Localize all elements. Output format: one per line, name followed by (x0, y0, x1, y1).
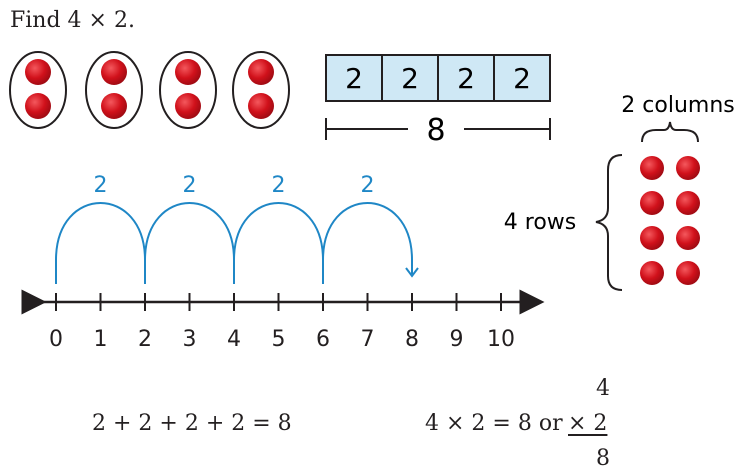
tick-label: 8 (405, 327, 419, 352)
array-dot (640, 261, 664, 285)
jump-label: 2 (272, 173, 286, 198)
strip-model: 2 2 2 2 8 (325, 54, 551, 148)
strip-cell-label: 2 (345, 62, 363, 95)
tick-label: 5 (272, 327, 286, 352)
jump-label: 2 (361, 173, 375, 198)
tick-label: 3 (183, 327, 197, 352)
equal-groups (9, 51, 290, 129)
counter-dot (101, 93, 127, 119)
tick-label: 0 (49, 327, 63, 352)
vertical-top-factor: 4 (596, 376, 610, 401)
vertical-product: 8 (596, 446, 610, 471)
strip-cell-label: 2 (513, 62, 531, 95)
counter-dot (101, 59, 127, 85)
rows-brace (595, 154, 623, 291)
jump-arc (144, 202, 235, 284)
strip-total-label: 8 (426, 113, 445, 148)
columns-label: 2 columns (621, 93, 734, 118)
tick-label: 6 (316, 327, 330, 352)
total-bracket (325, 118, 551, 140)
multiplication-equation: 4 × 2 = 8 or (425, 411, 563, 436)
tick-label: 1 (94, 327, 108, 352)
group-1 (9, 51, 67, 129)
number-line-ticks (55, 293, 502, 311)
group-2 (85, 51, 143, 129)
tick-label: 10 (487, 327, 515, 352)
counter-dot (248, 93, 274, 119)
jump-arrowhead (405, 267, 419, 278)
counter-dot (25, 59, 51, 85)
columns-brace (641, 121, 699, 143)
group-oval (85, 51, 143, 129)
number-line: 0 1 2 3 4 5 6 7 8 9 10 2 2 2 2 (21, 173, 545, 352)
jump-label: 2 (183, 173, 197, 198)
jump-label: 2 (94, 173, 108, 198)
array-dot (676, 261, 700, 285)
jump-arc (55, 202, 146, 284)
array-dot (640, 191, 664, 215)
vertical-bottom-factor: × 2 (568, 411, 608, 436)
counter-dot (248, 59, 274, 85)
strip-cell-label: 2 (457, 62, 475, 95)
group-4 (232, 51, 290, 129)
array-dot (640, 156, 664, 180)
jump-arc (233, 202, 324, 284)
tick-label: 7 (361, 327, 375, 352)
strip-cell (325, 54, 383, 102)
group-oval (232, 51, 290, 129)
array-dot (640, 226, 664, 250)
tick-label: 9 (450, 327, 464, 352)
array-dot (676, 191, 700, 215)
array-dot (676, 156, 700, 180)
counter-dot (25, 93, 51, 119)
number-line-tick-labels: 0 1 2 3 4 5 6 7 8 9 10 (49, 327, 515, 352)
counter-dot (175, 59, 201, 85)
strip-cell (493, 54, 551, 102)
addition-equation: 2 + 2 + 2 + 2 = 8 (92, 411, 292, 436)
group-oval (9, 51, 67, 129)
array-dot (676, 226, 700, 250)
group-3 (159, 51, 217, 129)
number-line-jumps: 2 2 2 2 (55, 173, 419, 284)
rows-label: 4 rows (504, 210, 576, 235)
jump-arc (322, 202, 413, 284)
tick-label: 2 (138, 327, 152, 352)
strip-cell (437, 54, 495, 102)
counter-dot (175, 93, 201, 119)
tick-label: 4 (227, 327, 241, 352)
array-model: 2 columns 4 rows (504, 93, 735, 291)
strip-cell-label: 2 (401, 62, 419, 95)
prompt-title: Find 4 × 2. (10, 8, 135, 33)
group-oval (159, 51, 217, 129)
